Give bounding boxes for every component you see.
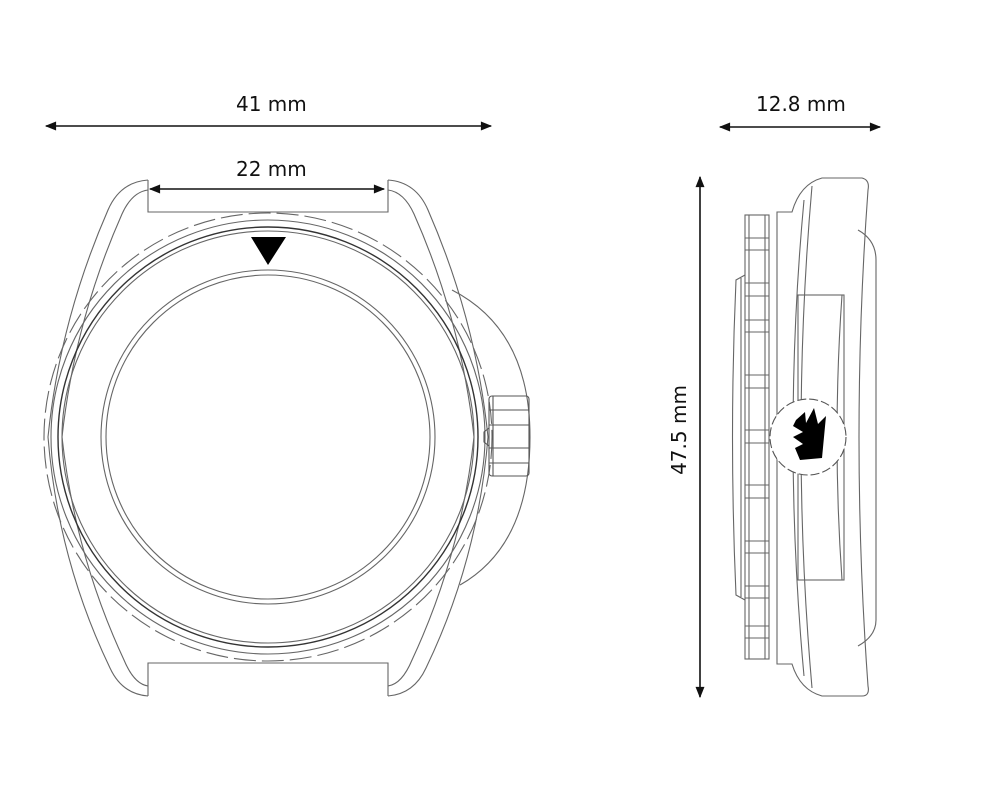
triangle-pip-icon <box>251 237 286 265</box>
case-outline-left <box>47 179 149 697</box>
case-side-body <box>776 177 869 697</box>
bezel-side <box>744 214 770 660</box>
case-thickness-label: 12.8 mm <box>756 92 846 116</box>
crown-guard <box>451 289 531 586</box>
lug-to-lug-label: 47.5 mm <box>666 385 691 475</box>
crystal-inner <box>105 274 431 600</box>
front-view <box>43 179 531 697</box>
case-width-label: 41 mm <box>236 92 307 116</box>
crystal-outer <box>100 269 436 605</box>
bezel-teeth <box>745 237 769 639</box>
crystal-side <box>731 274 746 601</box>
crown <box>483 395 530 477</box>
lug-width-label: 22 mm <box>236 157 307 181</box>
bezel-outer <box>43 212 493 662</box>
case-outline-right <box>387 179 489 697</box>
crown-logo-icon <box>793 408 826 460</box>
side-view <box>731 177 877 697</box>
